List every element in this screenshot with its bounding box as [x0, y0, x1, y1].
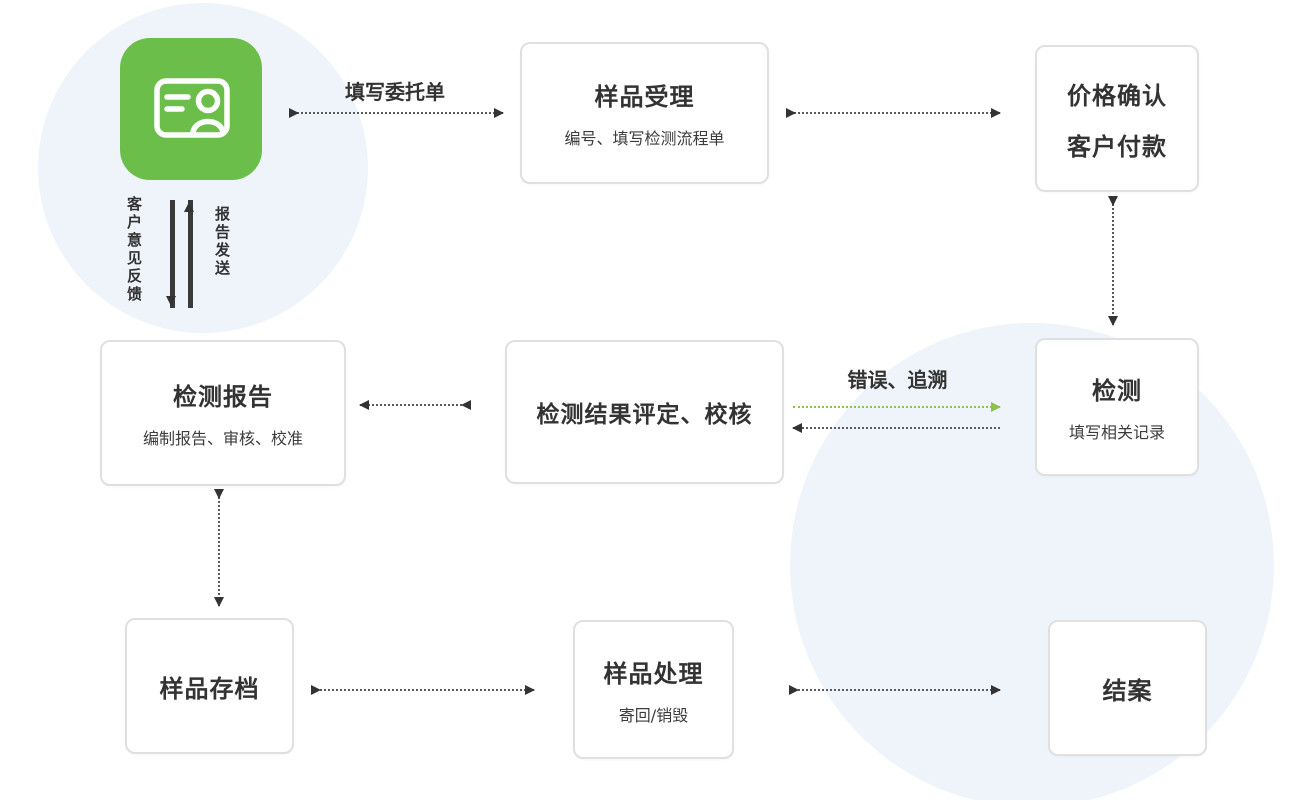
node-subtitle: 编号、填写检测流程单: [564, 129, 725, 148]
arrow-testing-to-evaluation: [792, 423, 1000, 433]
node-test-report: 检测报告 编制报告、审核、校准: [100, 340, 346, 486]
node-title: 检测: [1092, 377, 1142, 405]
arrow-label-fill-form: 填写委托单: [345, 80, 445, 104]
node-title: 检测报告: [173, 383, 273, 411]
node-sample-disposal: 样品处理 寄回/销毁: [573, 620, 734, 759]
arrowhead-right-icon: [289, 108, 299, 118]
node-title-line2: 客户付款: [1067, 132, 1167, 161]
node-title: 样品受理: [594, 83, 695, 111]
arrow-disposal-to-close: [789, 685, 1001, 695]
arrowhead-right-icon: [494, 108, 504, 118]
node-testing: 检测 填写相关记录: [1035, 338, 1199, 476]
arrowhead-down-icon: [166, 296, 176, 306]
arrow-evaluation-to-report: [359, 400, 471, 410]
label-customer-feedback: 客户意见反馈: [125, 196, 143, 304]
arrowhead-right-icon: [789, 685, 799, 695]
arrow-acceptance-to-payment: [786, 108, 1001, 118]
arrowhead-right-icon: [525, 685, 535, 695]
arrowhead-left-icon: [461, 400, 471, 410]
node-subtitle: 编制报告、审核、校准: [142, 429, 303, 448]
arrowhead-down-icon: [1108, 316, 1118, 326]
arrowhead-right-icon: [786, 108, 796, 118]
arrowhead-left-icon: [359, 400, 369, 410]
arrow-label-error-trace: 错误、追溯: [847, 368, 948, 392]
arrowhead-down-icon: [214, 597, 224, 607]
node-title: 样品存档: [159, 674, 260, 703]
arrow-customer-to-acceptance: [289, 108, 504, 118]
node-subtitle: 寄回/销毁: [618, 705, 689, 725]
node-close-case: 结案: [1048, 620, 1207, 756]
node-sample-archive: 样品存档: [125, 618, 294, 754]
arrowhead-right-green-icon: [991, 402, 1001, 412]
arrowhead-right-icon: [991, 108, 1001, 118]
node-title: 样品处理: [603, 659, 704, 688]
arrowhead-down-icon: [214, 489, 224, 499]
arrowhead-left-icon: [792, 423, 802, 433]
arrowhead-right-icon: [311, 685, 321, 695]
contact-card-icon: [120, 36, 262, 182]
arrowhead-up-icon: [184, 202, 194, 212]
node-sample-acceptance: 样品受理 编号、填写检测流程单: [520, 42, 769, 184]
arrow-payment-to-testing: [1108, 196, 1118, 326]
node-price-payment: 价格确认 客户付款: [1035, 45, 1199, 192]
node-title: 结案: [1102, 676, 1153, 705]
node-title-line1: 价格确认: [1067, 81, 1167, 110]
arrow-archive-to-disposal: [311, 685, 535, 695]
arrowhead-down-icon: [1108, 196, 1118, 206]
arrow-customer-feedback-down: [166, 200, 176, 308]
arrow-evaluation-to-testing-error: [793, 402, 1001, 412]
node-title: 检测结果评定、校核: [536, 402, 753, 428]
arrow-report-to-archive: [214, 489, 224, 607]
node-evaluation: 检测结果评定、校核: [505, 340, 784, 484]
node-subtitle: 填写相关记录: [1068, 423, 1165, 442]
label-report-send: 报告发送: [213, 206, 231, 278]
customer-node: [120, 38, 262, 180]
arrow-report-send-up: [184, 200, 194, 308]
arrowhead-right-icon: [991, 685, 1001, 695]
